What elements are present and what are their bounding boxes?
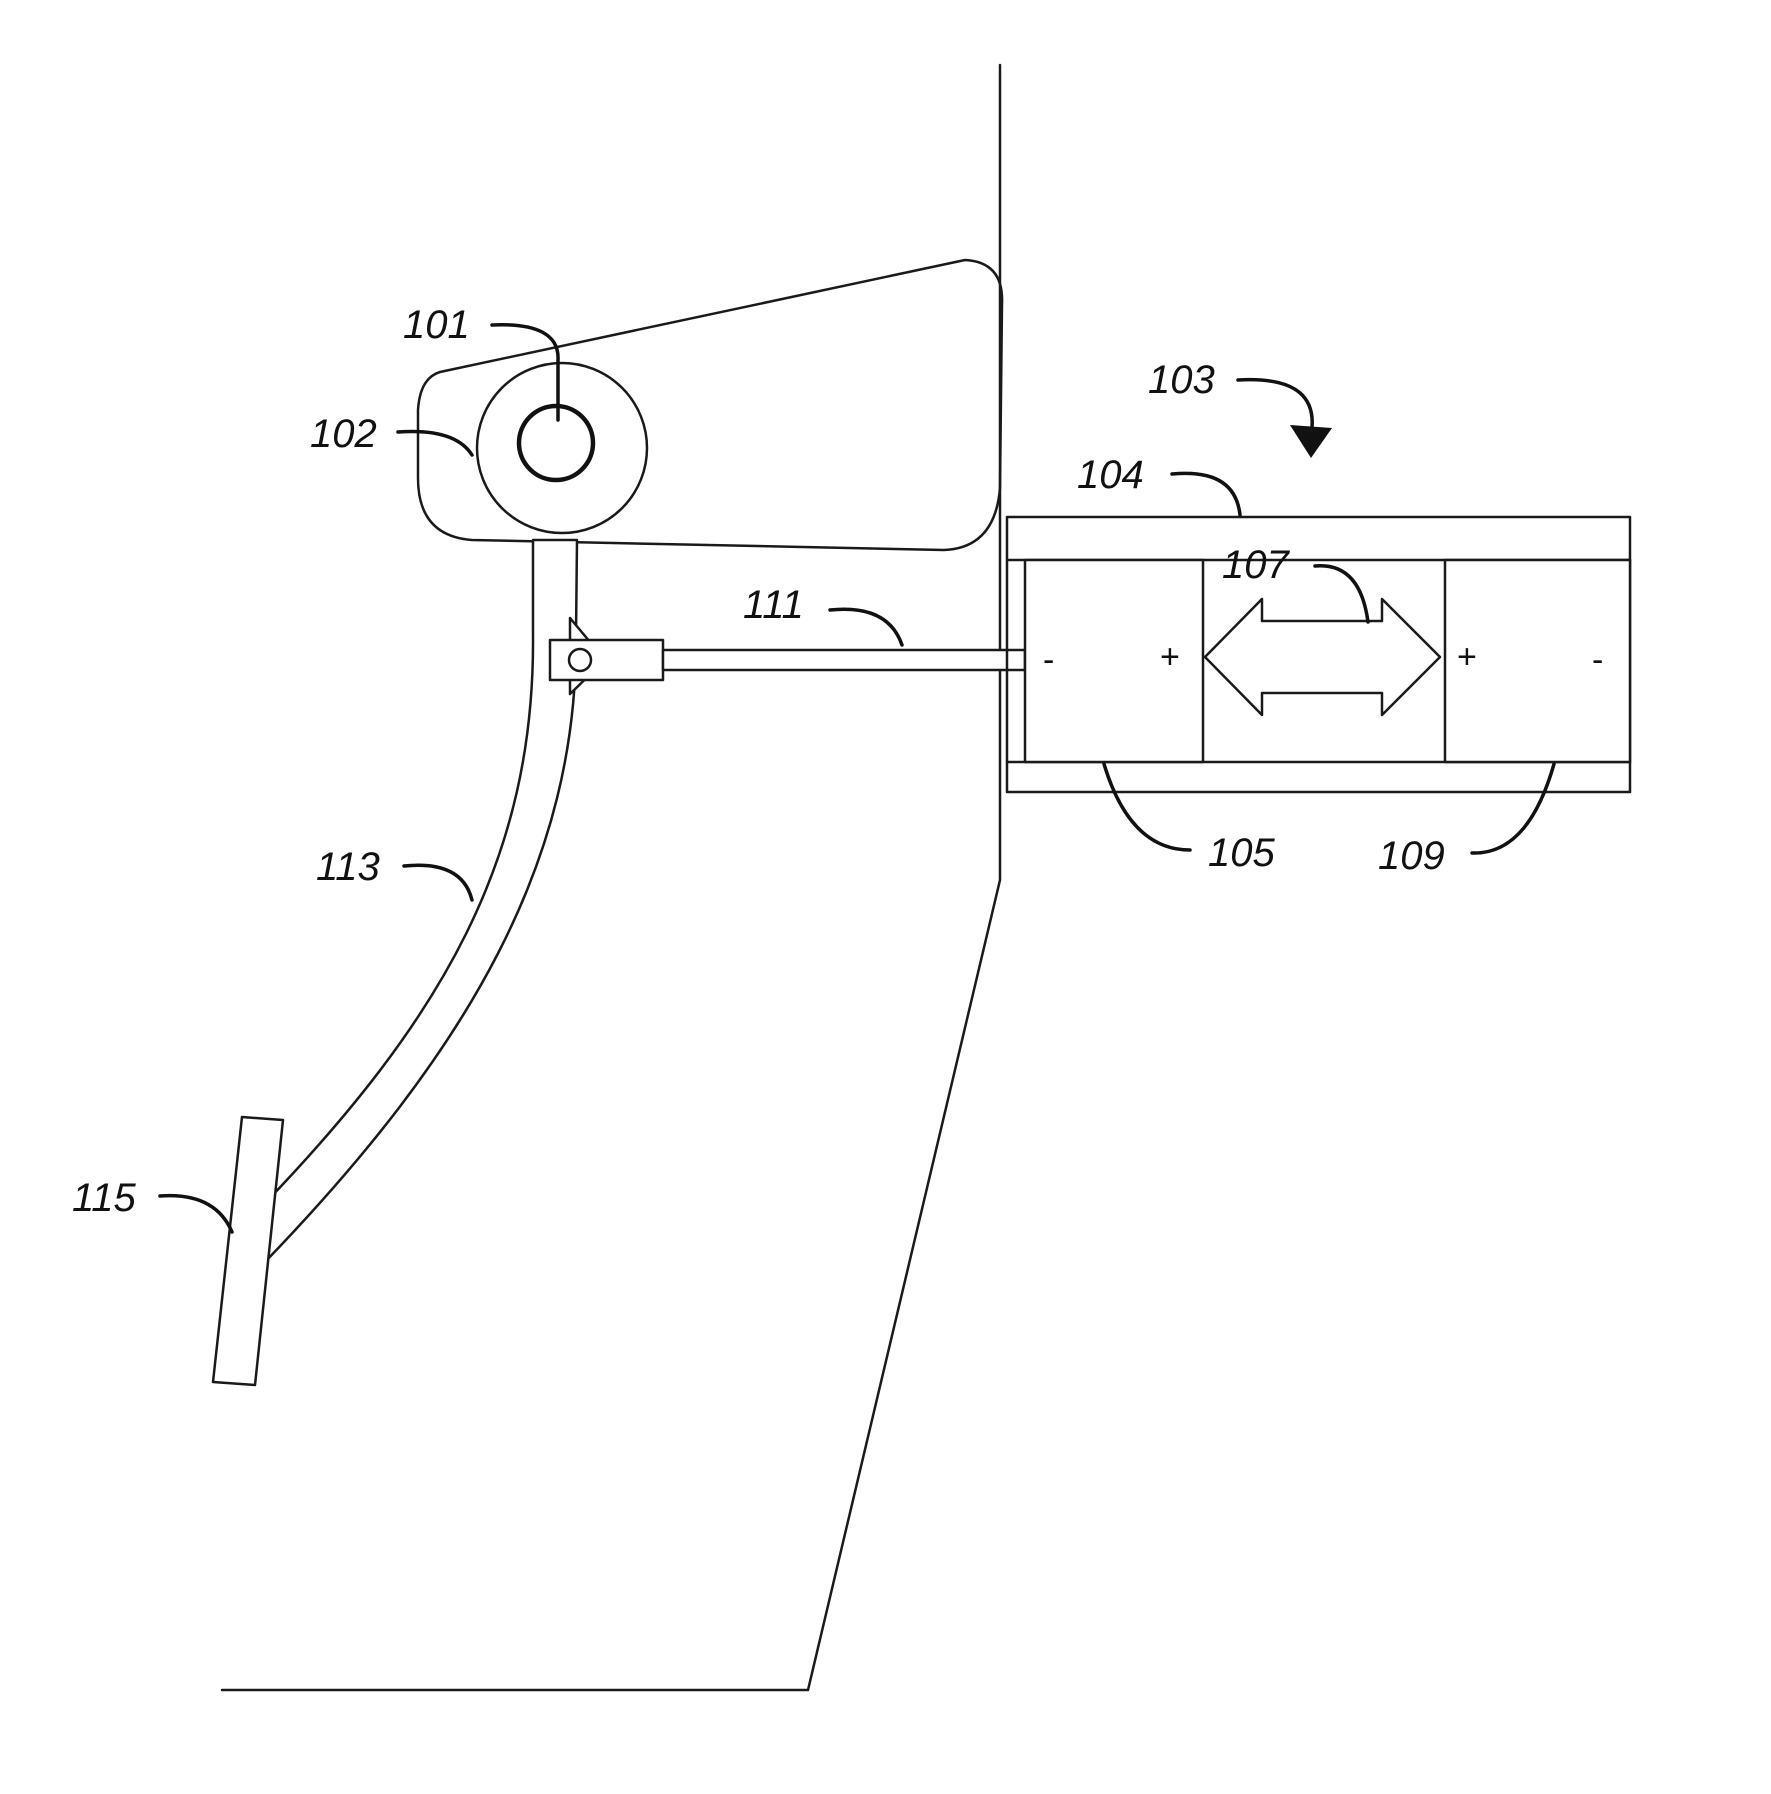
leader-115 xyxy=(160,1196,232,1232)
right-magnet-minus: - xyxy=(1592,641,1603,679)
push-rod xyxy=(663,650,1025,670)
leader-113 xyxy=(404,865,472,900)
right-magnet-plus: + xyxy=(1457,638,1477,676)
leader-107 xyxy=(1315,566,1368,622)
label-111: 111 xyxy=(743,583,804,627)
label-115: 115 xyxy=(72,1176,137,1220)
left-magnet-minus: - xyxy=(1043,641,1054,679)
label-103: 103 xyxy=(1148,358,1215,402)
label-107: 107 xyxy=(1222,543,1290,587)
leader-109 xyxy=(1472,764,1554,853)
pivot-shaft xyxy=(519,406,593,480)
clevis-block xyxy=(550,640,663,680)
double-arrow xyxy=(1205,599,1440,715)
label-102: 102 xyxy=(310,412,377,456)
label-109: 109 xyxy=(1378,834,1445,878)
pedal-arm xyxy=(263,540,577,1264)
bracket-plate xyxy=(418,260,1002,550)
label-105: 105 xyxy=(1208,831,1275,875)
pivot-bushing xyxy=(477,363,647,533)
label-101: 101 xyxy=(403,303,470,347)
leader-111 xyxy=(830,609,902,645)
leader-103-arrowhead xyxy=(1290,425,1332,458)
leader-104 xyxy=(1172,473,1240,515)
leader-105 xyxy=(1104,764,1190,850)
left-magnet-plus: + xyxy=(1160,638,1180,676)
label-113: 113 xyxy=(316,845,380,889)
label-104: 104 xyxy=(1077,453,1144,497)
leader-102 xyxy=(398,431,472,455)
